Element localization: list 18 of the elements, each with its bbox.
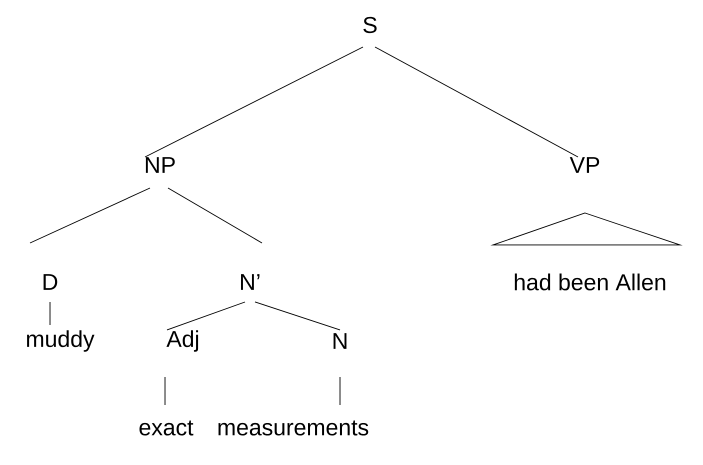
branch-line bbox=[374, 46, 578, 158]
word-label: exact bbox=[140, 420, 194, 436]
category-label: N’ bbox=[241, 274, 260, 290]
branch-line bbox=[166, 302, 246, 330]
word-label: had been Allen bbox=[514, 274, 666, 290]
category-label: S bbox=[363, 16, 377, 34]
branch-line bbox=[30, 188, 150, 244]
category-label: D bbox=[44, 274, 58, 290]
category-label: N bbox=[334, 333, 346, 349]
category-label: Adj bbox=[166, 330, 198, 352]
branch-line bbox=[144, 46, 364, 158]
word-label: muddy bbox=[27, 330, 94, 352]
category-label: VP bbox=[570, 157, 600, 173]
word-label: measurements bbox=[218, 420, 368, 436]
branch-line bbox=[168, 188, 262, 244]
branch-line bbox=[164, 376, 166, 406]
category-label: NP bbox=[146, 157, 175, 173]
branch-line bbox=[254, 302, 340, 330]
